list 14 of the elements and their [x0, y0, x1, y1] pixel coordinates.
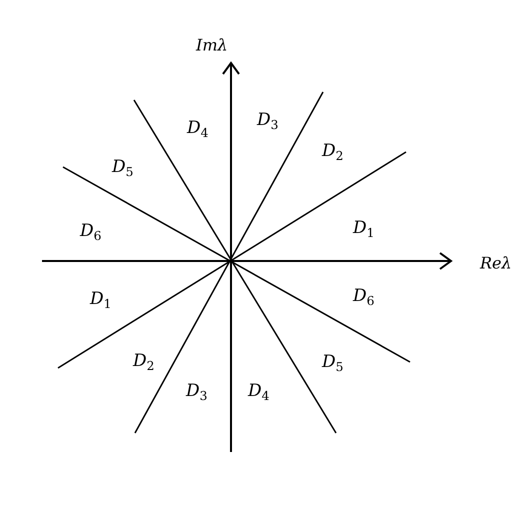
- region-label: D$_{6}$: [353, 286, 374, 306]
- region-label: D$_{2}$: [322, 140, 344, 162]
- region-label: D$_{2}$: [133, 350, 154, 372]
- region-label: D$_{5}$: [112, 156, 134, 178]
- region-label: D$_{6}$: [80, 220, 102, 242]
- region-label: D$_{4}$: [248, 380, 270, 402]
- axis-label: Imλ: [196, 35, 228, 55]
- region-label: D$_{3}$: [257, 110, 278, 130]
- region-label: D$_{1}$: [353, 218, 374, 238]
- region-label: D$_{4}$: [187, 118, 208, 138]
- axis-label: Reλ: [480, 253, 512, 273]
- region-label: D$_{1}$: [90, 288, 112, 310]
- region-label: D$_{5}$: [322, 352, 344, 372]
- region-label: D$_{3}$: [186, 380, 208, 402]
